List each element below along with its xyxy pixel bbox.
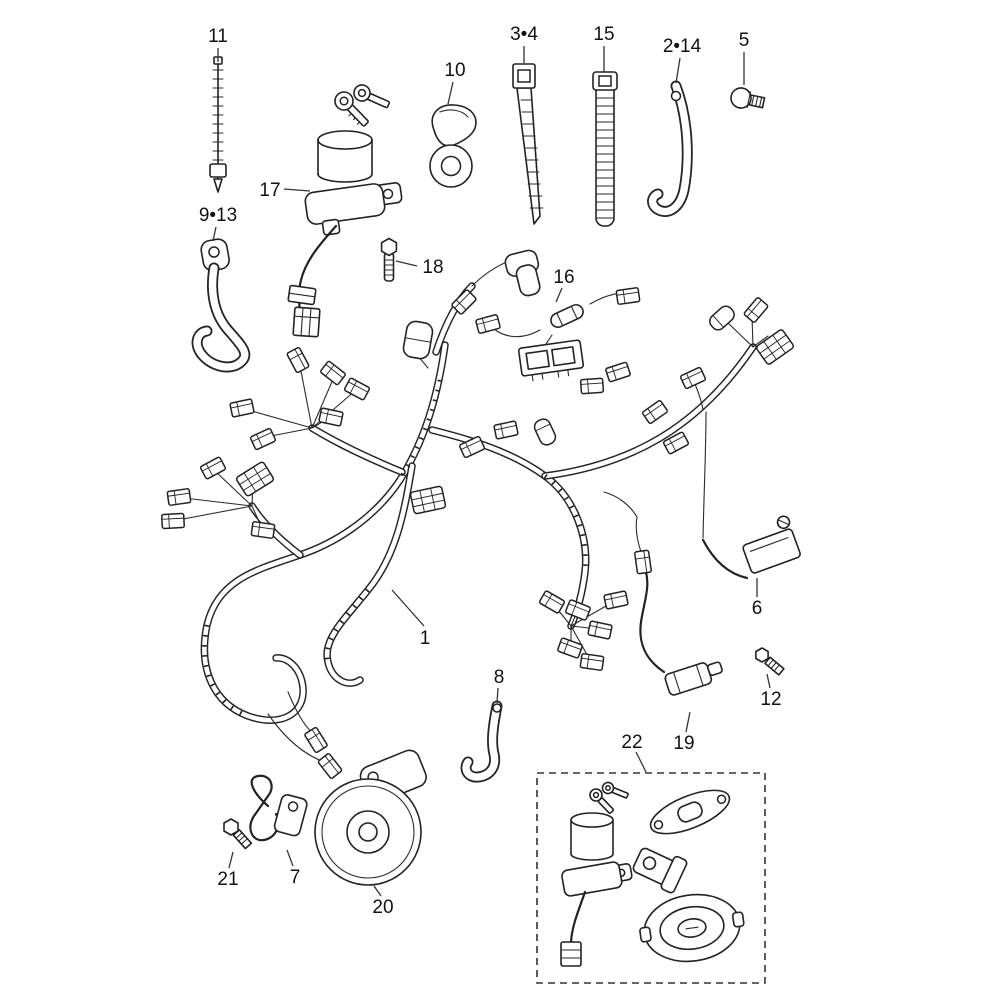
connector <box>166 487 192 507</box>
clamp-part-7 <box>249 774 308 842</box>
callout-label-1: 1 <box>420 628 431 649</box>
key-icon <box>334 91 369 127</box>
leader-lines <box>212 46 771 897</box>
lock-set-mount-plate <box>649 789 731 835</box>
connector <box>754 328 796 366</box>
callout-label-21: 21 <box>217 869 238 890</box>
bracket-part-9-13 <box>191 238 251 373</box>
key-icon <box>353 84 391 109</box>
lock-set-part-22 <box>536 772 766 984</box>
brake-switch-part-19 <box>633 516 723 696</box>
connector <box>160 512 186 530</box>
connector <box>316 752 344 780</box>
callout-labels: 11 10 3•4 15 2•14 5 17 18 9•13 16 1 6 8 … <box>199 24 782 918</box>
lock-set-fuel-cap <box>639 893 745 963</box>
bracket-part-8 <box>460 700 503 783</box>
connector <box>615 286 641 306</box>
bolt-part-12 <box>755 647 785 676</box>
callout-label-9-13: 9•13 <box>199 205 237 226</box>
fuse-assembly-part-16 <box>517 303 585 382</box>
callout-label-20: 20 <box>372 897 393 918</box>
callout-label-3-4: 3•4 <box>510 24 538 45</box>
callout-label-6: 6 <box>752 598 763 619</box>
connector <box>199 455 227 481</box>
cable-tie-part-11 <box>209 56 227 193</box>
connector <box>250 520 276 540</box>
bracket-part-6 <box>701 515 801 580</box>
callout-label-15: 15 <box>593 24 614 45</box>
callout-label-7: 7 <box>290 867 301 888</box>
connector <box>564 598 592 622</box>
connector <box>319 359 347 387</box>
lock-set-ignition-switch <box>560 781 633 967</box>
callout-label-17: 17 <box>259 180 280 201</box>
rubber-boot <box>706 302 738 334</box>
connector <box>603 590 629 610</box>
connector <box>587 620 613 640</box>
connector <box>285 346 311 374</box>
connector <box>249 427 277 451</box>
callout-label-22: 22 <box>621 732 642 753</box>
cable-tie-part-3-4 <box>512 63 544 225</box>
wiring-harness-part-1 <box>160 249 796 780</box>
connector <box>409 485 447 515</box>
connector <box>579 377 605 395</box>
callout-label-8: 8 <box>494 667 505 688</box>
callout-label-12: 12 <box>760 689 781 710</box>
connector <box>579 652 605 672</box>
callout-label-16: 16 <box>553 267 574 288</box>
connector <box>229 398 255 418</box>
clamp-part-2-14 <box>647 80 693 217</box>
connector <box>679 366 707 390</box>
connector <box>538 589 566 615</box>
bolt-part-5 <box>730 87 766 109</box>
ignition-switch-part-17 <box>287 84 403 338</box>
connector <box>493 420 519 440</box>
band-part-15 <box>592 71 618 227</box>
connector <box>234 460 276 498</box>
connector <box>742 296 770 324</box>
bolt-part-21 <box>223 818 253 850</box>
lock-set-box <box>536 772 766 984</box>
bracket-part-10 <box>429 104 477 188</box>
callout-label-10: 10 <box>444 60 465 81</box>
callout-label-5: 5 <box>739 30 750 51</box>
callout-label-19: 19 <box>673 733 694 754</box>
connector <box>303 726 329 754</box>
connector <box>604 361 632 383</box>
callout-label-11: 11 <box>208 26 228 47</box>
harness-branch-wires <box>177 258 769 764</box>
bolt-part-18 <box>380 237 398 282</box>
rubber-boot <box>402 320 434 360</box>
connector <box>318 407 344 427</box>
connector <box>641 399 669 425</box>
rubber-boot <box>504 249 541 297</box>
callout-label-2-14: 2•14 <box>663 36 702 57</box>
callout-label-18: 18 <box>422 257 443 278</box>
horn-part-20 <box>314 749 427 886</box>
lock-set-seat-lock <box>632 847 688 894</box>
rubber-boot <box>531 416 559 448</box>
connector <box>633 549 653 575</box>
